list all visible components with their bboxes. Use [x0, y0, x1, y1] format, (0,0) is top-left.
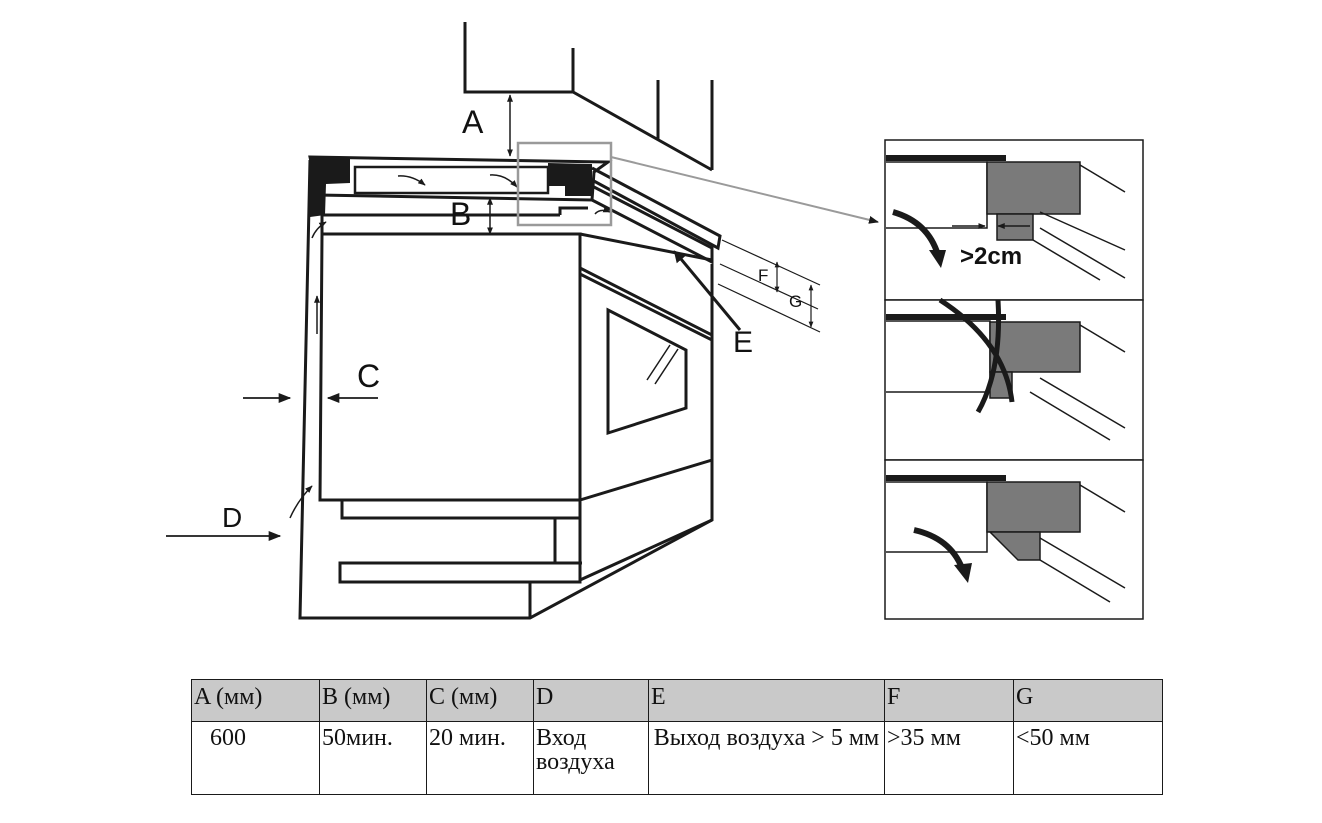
air-inlet-d: D [166, 502, 282, 542]
label-e: E [733, 326, 753, 359]
label-f: F [758, 266, 768, 285]
header-b: B (мм) [319, 679, 427, 722]
airflow-arrows [289, 174, 611, 519]
detail-panel-3 [884, 459, 1144, 620]
label-a: A [462, 104, 484, 140]
detail-gap-label: >2cm [960, 243, 1022, 270]
header-e: E [648, 679, 885, 722]
detail-panel-2 [884, 297, 1144, 461]
label-g: G [789, 292, 802, 311]
value-e: Выход воздуха > 5 мм [648, 721, 885, 795]
header-c: C (мм) [426, 679, 534, 722]
label-d: D [222, 502, 242, 533]
header-g: G [1013, 679, 1163, 722]
dimension-b: B [450, 196, 493, 235]
upper-cabinet [463, 22, 714, 172]
value-c: 20 мин. [426, 721, 534, 795]
header-d: D [533, 679, 649, 722]
worktop [308, 155, 722, 265]
spec-table: A (мм) B (мм) C (мм) D E F G 600 50мин. … [191, 679, 1163, 795]
dimensions-f-g [717, 239, 821, 333]
value-g: <50 мм [1013, 721, 1163, 795]
dimension-c: C [243, 358, 380, 404]
header-a: A (мм) [191, 679, 320, 722]
value-d: Вход воздуха [533, 721, 649, 795]
installation-diagram: A B C D E F G [166, 22, 1144, 620]
detail-panel-1: >2cm [884, 139, 1144, 301]
value-b: 50мин. [319, 721, 427, 795]
label-c: C [357, 358, 380, 394]
base-cabinet [298, 159, 714, 620]
value-a: 600 [191, 721, 320, 795]
dimension-a: A [462, 94, 513, 157]
table-row: 600 50мин. 20 мин. Вход воздуха Выход во… [191, 721, 1163, 795]
table-header-row: A (мм) B (мм) C (мм) D E F G [191, 679, 1163, 722]
header-f: F [884, 679, 1014, 722]
air-outlet-e: E [673, 250, 753, 359]
label-b: B [450, 196, 471, 232]
value-f: >35 мм [884, 721, 1014, 795]
detail-callout [516, 141, 879, 227]
